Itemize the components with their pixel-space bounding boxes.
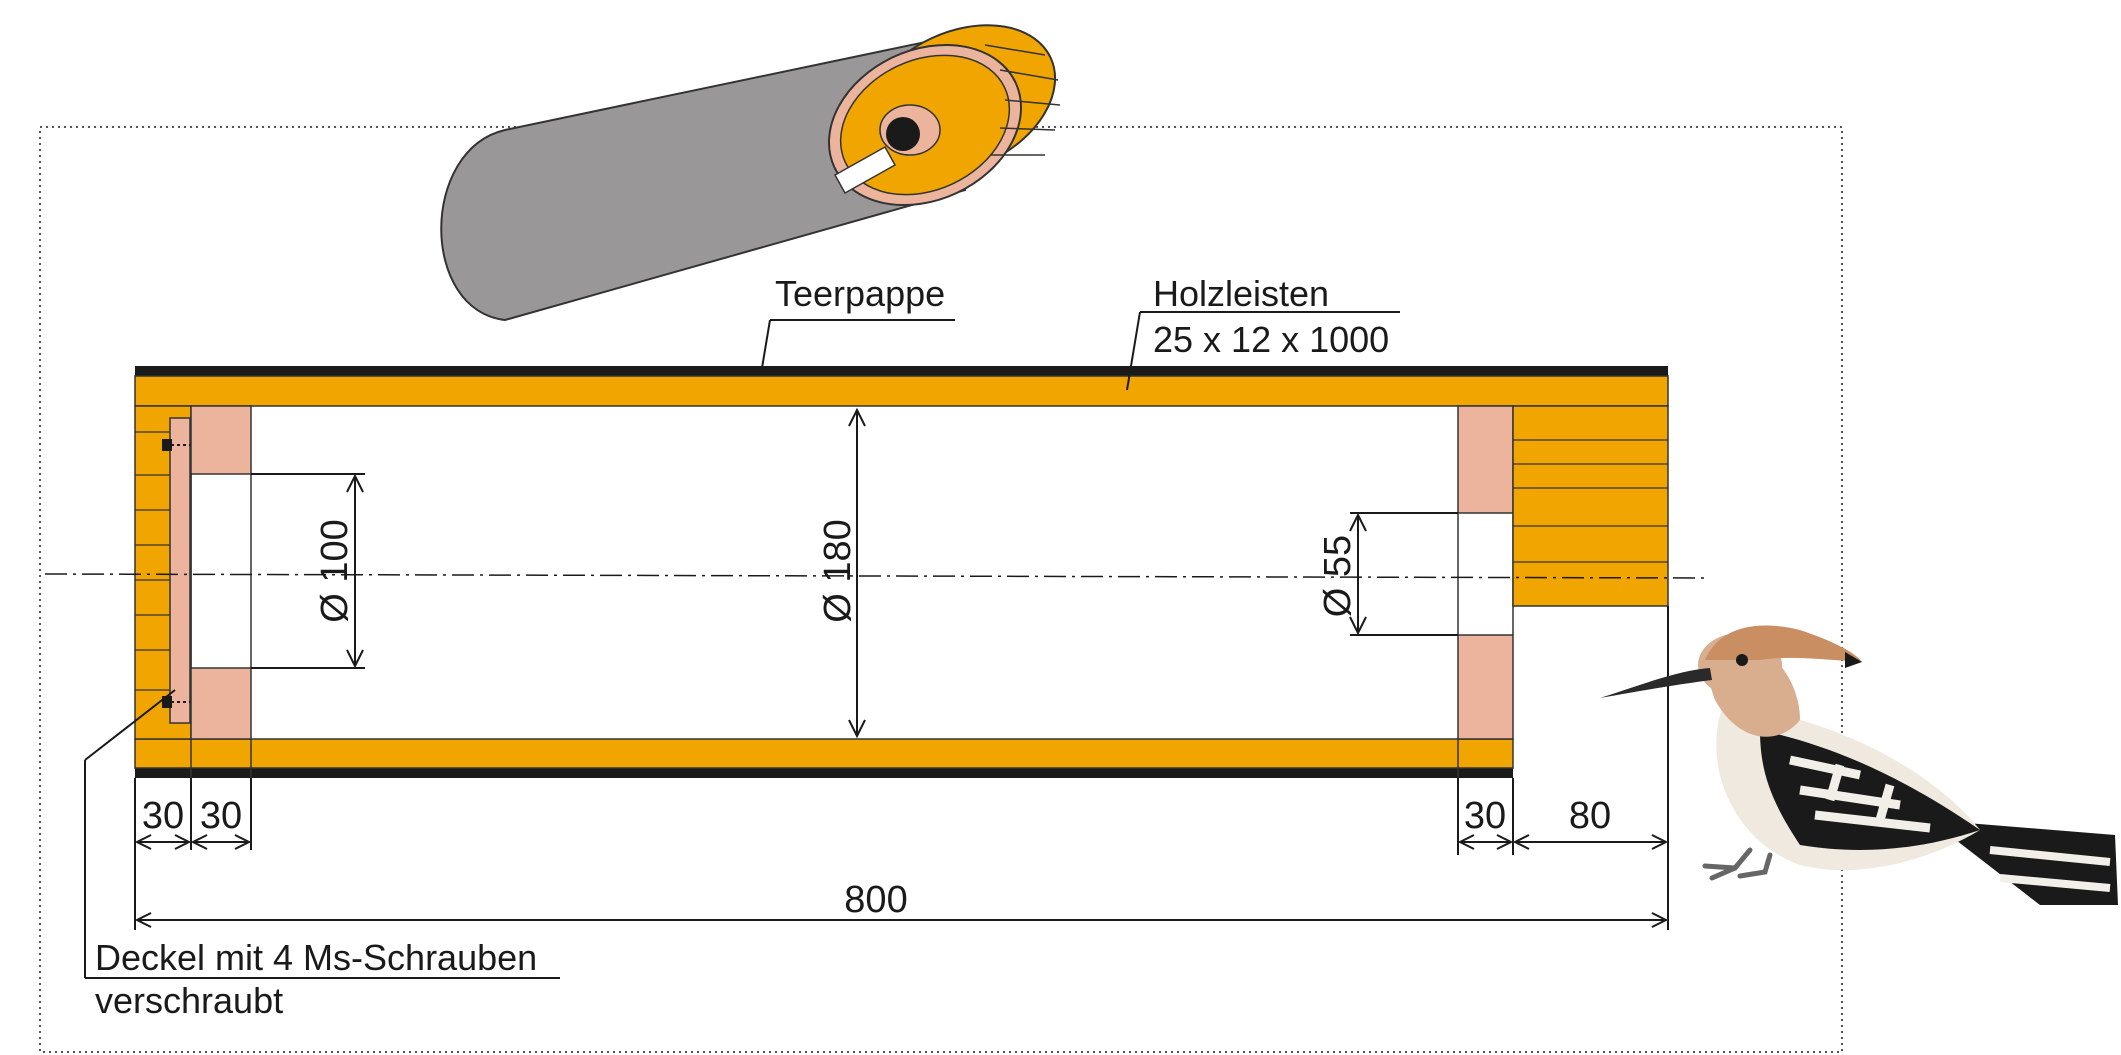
hoopoe-bird-icon [1600,625,2118,905]
dim-overhang: 80 [1569,795,1611,837]
diameter-55-label: Ø 55 [1317,535,1359,617]
tarpaper-bottom [135,768,1513,778]
dim-right-wall: 30 [1464,795,1506,837]
overhang-slat-lines [1513,439,1668,563]
tarpaper-top [135,366,1668,376]
holzleisten-title: Holzleisten [1153,273,1329,314]
center-axis [44,573,1711,579]
diameter-100-label: Ø 100 [314,519,356,623]
cylinder-body [440,38,967,322]
entrance-ring-top [190,405,252,475]
lid-plate [169,417,191,724]
diameter-180-label: Ø 180 [817,519,859,623]
rear-ring-bottom [1457,634,1514,740]
lid-slats [135,431,170,691]
cylinder-notch [833,145,897,195]
dim-left-wall-2: 30 [200,795,242,837]
dim-total-length: 800 [844,879,907,921]
wood-wall-bottom [134,738,1514,769]
teerpappe-label: Teerpappe [775,273,945,314]
nest-tube-3d-icon [440,24,1061,322]
dimension-lines [84,311,1669,979]
deckel-label-line2: verschraubt [95,980,283,1021]
overhang-slats [1512,405,1669,607]
holzleisten-size: 25 x 12 x 1000 [1153,319,1389,360]
dim-left-wall-1: 30 [142,795,184,837]
cylinder-wood-slats [984,44,1061,156]
wood-wall-top [134,375,1669,407]
section-drawing [44,366,1711,778]
entrance-ring-bottom [190,667,252,740]
cylinder-hole [886,117,920,151]
deckel-label-line1: Deckel mit 4 Ms-Schrauben [95,937,537,978]
rear-ring-top [1457,405,1514,514]
